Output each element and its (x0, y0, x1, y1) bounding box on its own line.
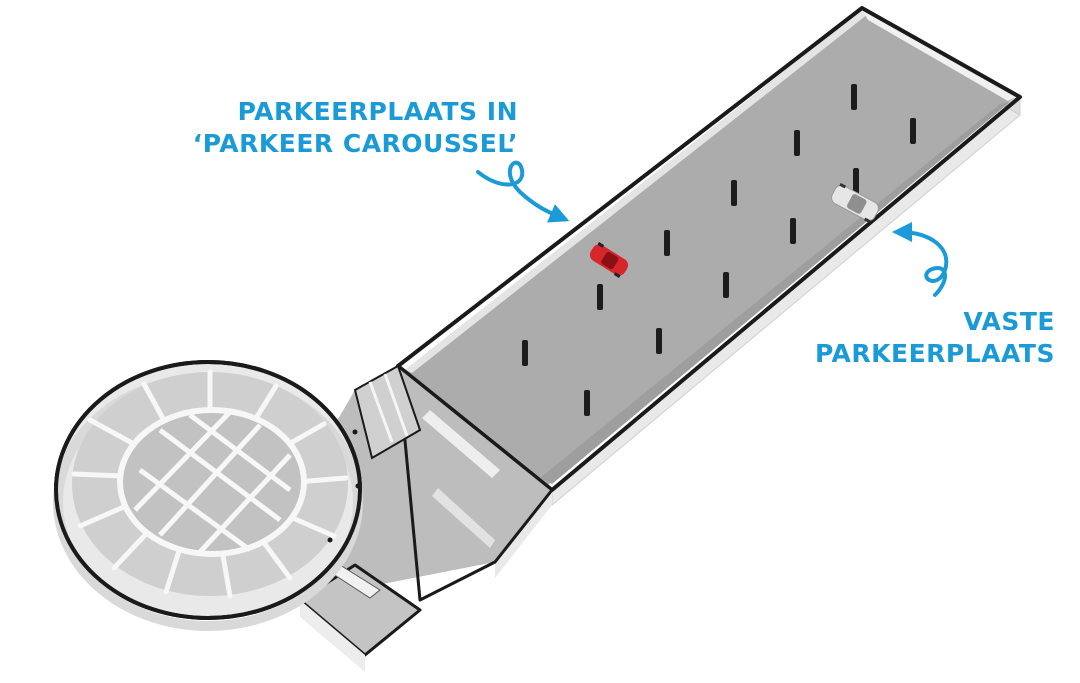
annotation-fixed-label: VASTE PARKEERPLAATS (800, 306, 1055, 370)
hall-pillars (522, 84, 916, 416)
corridor-wall-lower (495, 490, 552, 578)
storage-divider (383, 373, 409, 437)
pillar (522, 340, 528, 366)
garage-hall (396, 6, 1022, 507)
arrow-fixed (892, 222, 949, 297)
annotation-carousel-label: PARKEERPLAATS IN ‘PARKEER CAROUSSEL’ (138, 96, 518, 160)
annotation-carousel-line2: ‘PARKEER CAROUSSEL’ (192, 129, 518, 158)
arrow-carousel (476, 160, 570, 223)
pillar (656, 328, 662, 354)
carousel-inner-ring (117, 407, 307, 557)
red-car (589, 241, 629, 279)
hall-inner-wall-left (405, 10, 868, 373)
parking-carousel (53, 360, 363, 631)
pillar (584, 390, 590, 416)
storage-divider (368, 381, 394, 443)
corridor-divider (432, 488, 495, 548)
pillar (851, 84, 857, 110)
pillar (731, 180, 737, 206)
corridor-outline (396, 364, 554, 602)
pillar (597, 284, 603, 310)
pillar (790, 218, 796, 244)
corridor-wall-slab (422, 410, 500, 478)
white-car (831, 182, 879, 224)
annotation-carousel-line1: PARKEERPLAATS IN (237, 97, 518, 126)
carousel-door-dots (327, 429, 361, 543)
annotation-arrows (476, 160, 949, 297)
pillar (664, 230, 670, 256)
hall-floor-lane (540, 102, 1010, 484)
carousel-outer-wall-top (54, 360, 362, 620)
hall-inner-wall-top (862, 10, 1015, 101)
pillar (910, 118, 916, 144)
annotation-fixed-line2: PARKEERPLAATS (815, 339, 1055, 368)
pillar (794, 130, 800, 156)
pillar (853, 168, 859, 194)
carousel-inner-grid (133, 410, 292, 554)
annotation-fixed-line1: VASTE (963, 307, 1055, 336)
hall-floor (405, 10, 1015, 485)
stair-room-wall (300, 600, 365, 672)
pillar (723, 272, 729, 298)
